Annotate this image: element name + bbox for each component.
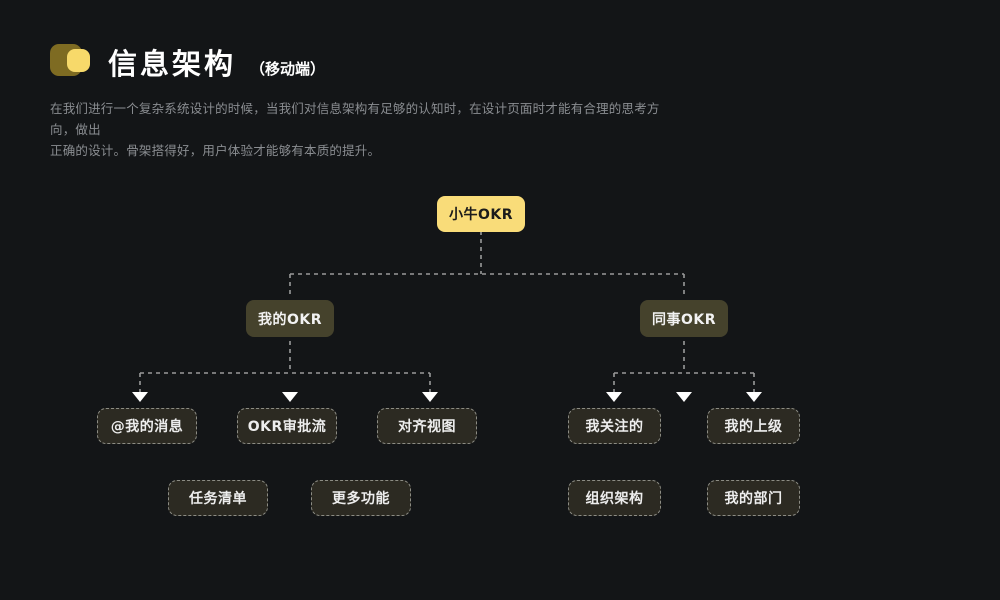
diagram-node-org-structure[interactable]: 组织架构: [568, 480, 661, 516]
arrow-my-okr-icon: [282, 392, 298, 402]
diagram-node-task-list[interactable]: 任务清单: [168, 480, 268, 516]
arrow-my-messages-icon: [132, 392, 148, 402]
logo-square-front: [67, 49, 90, 72]
title-row: 信息架构 （移动端）: [50, 44, 690, 79]
diagram-node-colleague-okr[interactable]: 同事OKR: [640, 300, 728, 337]
overlapping-squares-logo-icon: [50, 44, 94, 76]
description-line-1: 在我们进行一个复杂系统设计的时候，当我们对信息架构有足够的认知时，在设计页面时才…: [50, 101, 660, 137]
diagram-node-okr-approval[interactable]: OKR审批流: [237, 408, 337, 444]
diagram-node-my-okr[interactable]: 我的OKR: [246, 300, 334, 337]
arrow-following-icon: [606, 392, 622, 402]
diagram-node-my-messages[interactable]: @我的消息: [97, 408, 197, 444]
arrow-superior-icon: [746, 392, 762, 402]
description-line-2: 正确的设计。骨架搭得好，用户体验才能够有本质的提升。: [50, 143, 381, 158]
page-header: 信息架构 （移动端） 在我们进行一个复杂系统设计的时候，当我们对信息架构有足够的…: [50, 44, 690, 161]
diagram-node-align-view[interactable]: 对齐视图: [377, 408, 477, 444]
diagram-node-my-department[interactable]: 我的部门: [707, 480, 800, 516]
diagram-node-following[interactable]: 我关注的: [568, 408, 661, 444]
page-description: 在我们进行一个复杂系统设计的时候，当我们对信息架构有足够的认知时，在设计页面时才…: [50, 98, 660, 161]
diagram-node-root[interactable]: 小牛OKR: [437, 196, 525, 232]
arrow-colleague-okr-icon: [676, 392, 692, 402]
diagram-node-more-features[interactable]: 更多功能: [311, 480, 411, 516]
page-subtitle: （移动端）: [250, 60, 326, 78]
diagram-node-superior[interactable]: 我的上级: [707, 408, 800, 444]
page-title: 信息架构: [108, 47, 237, 81]
arrow-align-view-icon: [422, 392, 438, 402]
arrow-heads: [132, 392, 762, 402]
